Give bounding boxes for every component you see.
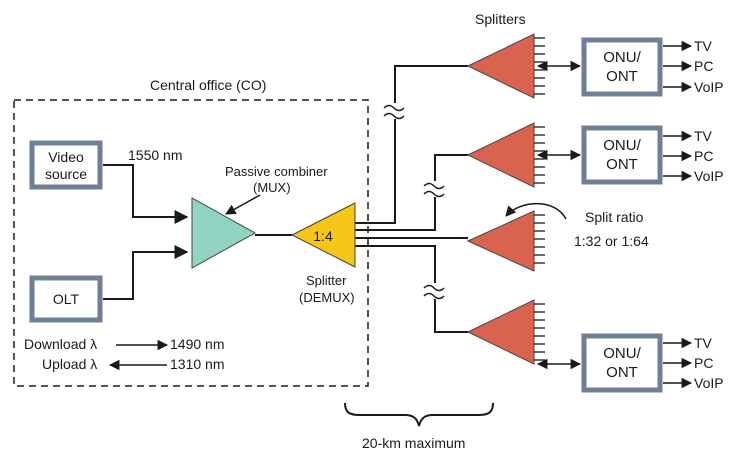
- olt-label: OLT: [53, 291, 80, 307]
- onu-3-line1: ONU/: [603, 345, 641, 362]
- fiber-break-2: [423, 181, 445, 198]
- onu-2-line1: ONU/: [603, 137, 641, 154]
- combiner-label-line2: (MUX): [253, 180, 291, 195]
- onu-1-outputs: TV PC VoIP: [663, 38, 724, 95]
- split-ratio-line2: 1:32 or 1:64: [574, 233, 649, 249]
- fiber-line-2: [355, 154, 468, 231]
- combiner-pointer-arrow: [225, 194, 261, 215]
- distance-label: 20-km maximum: [362, 435, 465, 451]
- combiner-label-line1: Passive combiner: [225, 164, 328, 179]
- fiber-break-3: [423, 283, 445, 300]
- wavelength-1550-label: 1550 nm: [128, 147, 182, 163]
- onu-3-outputs: TV PC VoIP: [663, 335, 724, 391]
- main-splitter-ratio: 1:4: [313, 228, 333, 244]
- distance-brace: [344, 402, 494, 427]
- onu-3-line2: ONT: [606, 364, 638, 381]
- onu-box-2: ONU/ ONT: [581, 125, 663, 185]
- central-office-boundary: [13, 99, 369, 387]
- onu-2-output-pc: PC: [694, 148, 713, 164]
- splitter-4: [466, 299, 545, 365]
- passive-combiner-triangle: [191, 197, 257, 269]
- onu-1-output-tv: TV: [694, 38, 713, 54]
- onu-box-1: ONU/ ONT: [581, 37, 663, 97]
- onu-1-output-voip: VoIP: [694, 79, 724, 95]
- onu-2-line2: ONT: [606, 156, 638, 173]
- onu-3-output-voip: VoIP: [694, 375, 724, 391]
- splitters-label: Splitters: [475, 11, 526, 27]
- video-source-line2: source: [45, 166, 87, 182]
- upload-value: 1310 nm: [170, 356, 224, 372]
- split-ratio-line1: Split ratio: [585, 209, 644, 225]
- onu-2-output-voip: VoIP: [694, 168, 724, 184]
- main-splitter-triangle: [290, 202, 356, 268]
- splitter-1: [466, 33, 545, 99]
- olt-box: OLT: [29, 275, 103, 323]
- onu-2-outputs: TV PC VoIP: [663, 128, 724, 184]
- onu-1-output-pc: PC: [694, 58, 713, 74]
- download-label: Download λ: [24, 336, 97, 352]
- split-ratio-pointer: [505, 203, 567, 220]
- onu-3-output-tv: TV: [694, 335, 713, 351]
- download-value: 1490 nm: [170, 336, 224, 352]
- fiber-line-4: [355, 245, 468, 333]
- olt-to-combiner-line: [103, 245, 189, 300]
- onu-2-output-tv: TV: [694, 128, 713, 144]
- onu-3-output-pc: PC: [694, 355, 713, 371]
- upload-label: Upload λ: [42, 356, 97, 372]
- central-office-label: Central office (CO): [150, 77, 266, 93]
- fiber-break-1: [383, 103, 405, 120]
- onu-1-line2: ONT: [606, 68, 638, 85]
- video-to-combiner-line: [103, 164, 189, 224]
- onu-1-line1: ONU/: [603, 49, 641, 66]
- onu-box-3: ONU/ ONT: [581, 333, 663, 393]
- video-source-line1: Video: [48, 149, 84, 165]
- fiber-line-1: [355, 65, 468, 224]
- splitter-3: [466, 210, 545, 272]
- video-source-box: Video source: [29, 140, 103, 190]
- main-splitter-label-line1: Splitter: [306, 273, 347, 288]
- main-splitter-label-line2: (DEMUX): [299, 290, 355, 305]
- splitter-2: [466, 122, 545, 188]
